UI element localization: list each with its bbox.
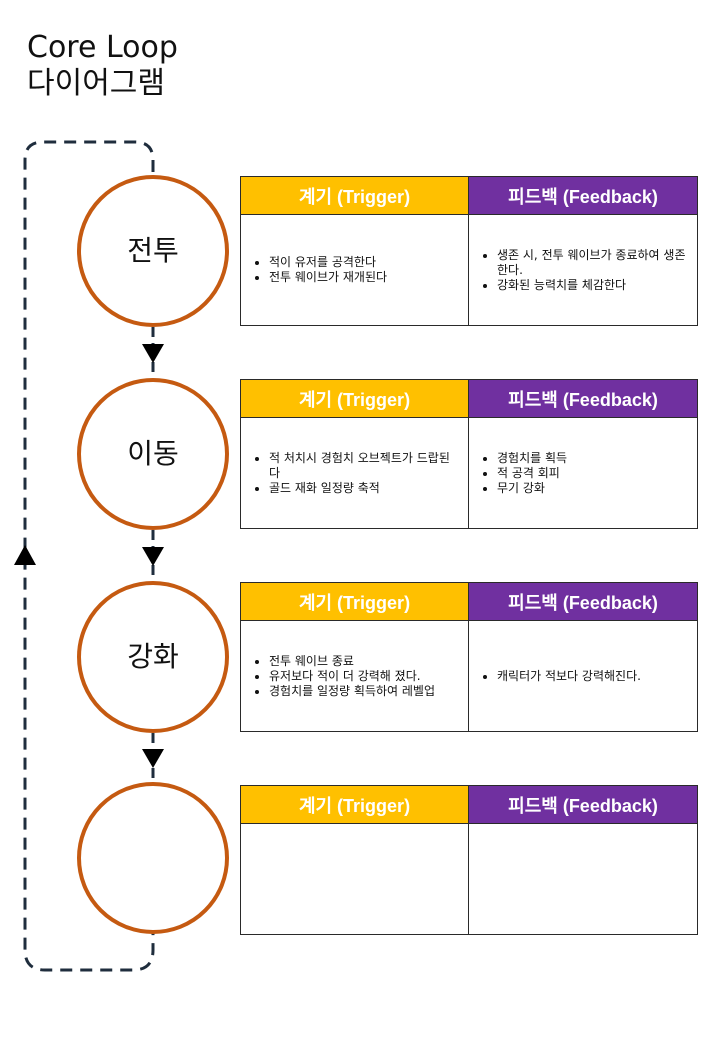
down-arrow-icon — [142, 749, 164, 768]
feedback-item: 강화된 능력치를 체감한다 — [497, 278, 689, 293]
stage-panel-move: 계기 (Trigger) 피드백 (Feedback) 적 처치시 경험치 오브… — [240, 379, 698, 529]
trigger-cell — [241, 824, 469, 934]
feedback-header: 피드백 (Feedback) — [469, 583, 697, 621]
feedback-item: 적 공격 회피 — [497, 466, 567, 481]
up-arrow-icon — [14, 545, 36, 565]
stage-label-upgrade: 강화 — [127, 640, 179, 673]
stage-circle-upgrade — [77, 581, 229, 733]
stage-circle-empty — [77, 782, 229, 934]
feedback-list: 경험치를 획득 적 공격 회피 무기 강화 — [477, 451, 567, 496]
stage-panel-combat: 계기 (Trigger) 피드백 (Feedback) 적이 유저를 공격한다 … — [240, 176, 698, 326]
trigger-cell: 적이 유저를 공격한다 전투 웨이브가 재개된다 — [241, 215, 469, 325]
down-arrow-icon — [142, 344, 164, 363]
loop-return-path — [23, 140, 155, 972]
feedback-header: 피드백 (Feedback) — [469, 177, 697, 215]
stage-label-move: 이동 — [127, 437, 179, 470]
trigger-cell: 전투 웨이브 종료 유저보다 적이 더 강력해 졌다. 경험치를 일정량 획득하… — [241, 621, 469, 731]
trigger-header: 계기 (Trigger) — [241, 786, 469, 824]
down-arrow-icon — [142, 547, 164, 566]
feedback-item: 생존 시, 전투 웨이브가 종료하여 생존한다. — [497, 248, 689, 278]
stage-label-combat: 전투 — [127, 234, 179, 267]
feedback-item: 경험치를 획득 — [497, 451, 567, 466]
stage-panel-upgrade: 계기 (Trigger) 피드백 (Feedback) 전투 웨이브 종료 유저… — [240, 582, 698, 732]
feedback-cell — [469, 824, 697, 934]
stage-circle-combat — [77, 175, 229, 327]
trigger-list: 적이 유저를 공격한다 전투 웨이브가 재개된다 — [249, 255, 387, 285]
feedback-item: 무기 강화 — [497, 481, 567, 496]
feedback-cell: 경험치를 획득 적 공격 회피 무기 강화 — [469, 418, 697, 528]
feedback-cell: 생존 시, 전투 웨이브가 종료하여 생존한다. 강화된 능력치를 체감한다 — [469, 215, 697, 325]
feedback-cell: 캐릭터가 적보다 강력해진다. — [469, 621, 697, 731]
feedback-item: 캐릭터가 적보다 강력해진다. — [497, 669, 641, 684]
trigger-list: 전투 웨이브 종료 유저보다 적이 더 강력해 졌다. 경험치를 일정량 획득하… — [249, 654, 435, 699]
feedback-list: 생존 시, 전투 웨이브가 종료하여 생존한다. 강화된 능력치를 체감한다 — [477, 248, 689, 293]
stage-panel-empty: 계기 (Trigger) 피드백 (Feedback) — [240, 785, 698, 935]
trigger-header: 계기 (Trigger) — [241, 177, 469, 215]
trigger-item: 적이 유저를 공격한다 — [269, 255, 387, 270]
trigger-item: 골드 재화 일정량 축적 — [269, 481, 460, 496]
trigger-item: 전투 웨이브가 재개된다 — [269, 270, 387, 285]
trigger-item: 전투 웨이브 종료 — [269, 654, 435, 669]
trigger-item: 유저보다 적이 더 강력해 졌다. — [269, 669, 435, 684]
title-line-2: 다이어그램 — [27, 66, 165, 101]
title-line-1: Core Loop — [27, 30, 178, 65]
trigger-item: 적 처치시 경험치 오브젝트가 드랍된다 — [269, 451, 460, 481]
trigger-header: 계기 (Trigger) — [241, 380, 469, 418]
feedback-list: 캐릭터가 적보다 강력해진다. — [477, 669, 641, 684]
page-title: Core Loop 다이어그램 — [27, 30, 178, 102]
trigger-cell: 적 처치시 경험치 오브젝트가 드랍된다 골드 재화 일정량 축적 — [241, 418, 469, 528]
trigger-item: 경험치를 일정량 획득하여 레벨업 — [269, 684, 435, 699]
stage-circle-move — [77, 378, 229, 530]
feedback-header: 피드백 (Feedback) — [469, 380, 697, 418]
trigger-header: 계기 (Trigger) — [241, 583, 469, 621]
feedback-header: 피드백 (Feedback) — [469, 786, 697, 824]
trigger-list: 적 처치시 경험치 오브젝트가 드랍된다 골드 재화 일정량 축적 — [249, 451, 460, 496]
